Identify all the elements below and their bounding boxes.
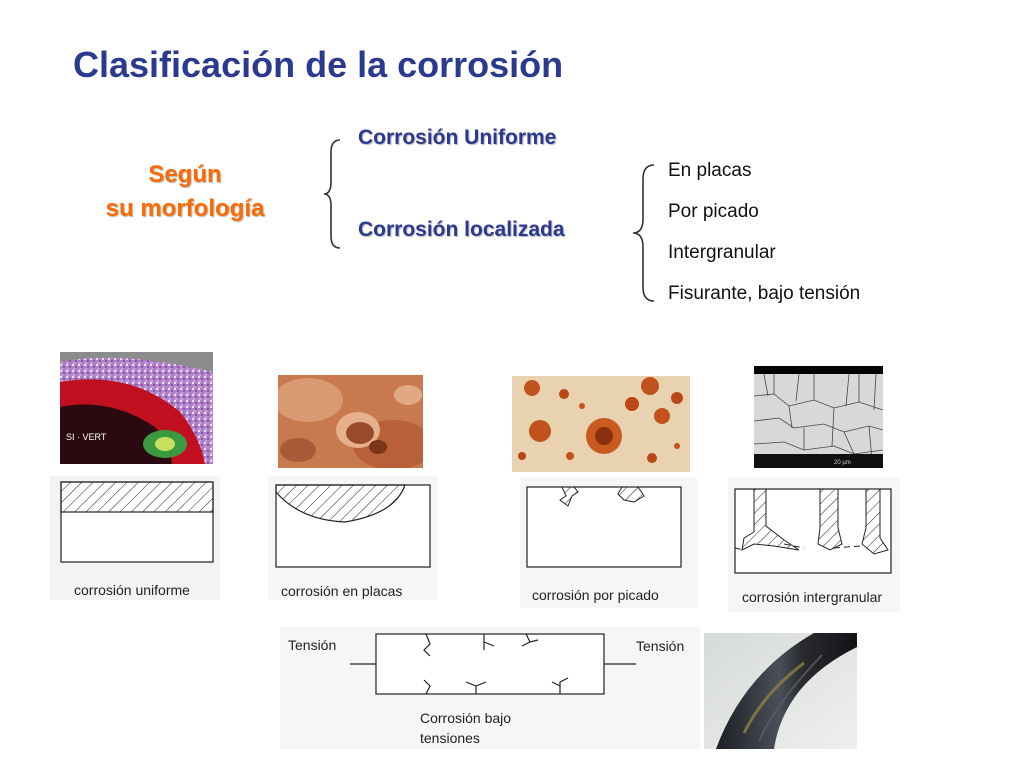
main-brace (323, 139, 341, 249)
photo-pitting-corrosion (512, 376, 690, 472)
classification-criterion: Según su morfología (60, 158, 310, 226)
caption-uniform: corrosión uniforme (74, 582, 190, 598)
caption-plates: corrosión en placas (281, 583, 403, 599)
photo-stress-corrosion (704, 633, 857, 749)
branch-localized-corrosion: Corrosión localizada (358, 218, 565, 241)
stress-label-left: Tensión (288, 637, 337, 653)
micrograph-scale-text: 20 µm (834, 460, 851, 466)
localized-brace (632, 164, 655, 302)
branch-uniform-corrosion: Corrosión Uniforme (358, 126, 557, 149)
schematic-uniform (60, 481, 214, 563)
type-stress-cracking: Fisurante, bajo tensión (668, 283, 861, 304)
type-plates: En placas (668, 160, 752, 181)
caption-stress: Corrosión bajo tensiones (420, 708, 511, 748)
slide-title: Clasificación de la corrosión (73, 44, 564, 85)
stress-label-right: Tensión (636, 638, 685, 654)
criterion-line-2: su morfología (105, 195, 265, 222)
criterion-line-1: Según (148, 161, 222, 188)
type-intergranular: Intergranular (668, 242, 776, 263)
schematic-intergranular (734, 488, 892, 574)
caption-intergranular: corrosión intergranular (742, 589, 883, 605)
photo-uniform-corrosion: SI · VERT (60, 352, 213, 464)
schematic-stress (350, 633, 636, 695)
type-pitting: Por picado (668, 201, 759, 222)
caption-stress-line-2: tensiones (420, 730, 480, 746)
schematic-plates (275, 484, 431, 568)
photo-plate-corrosion (278, 375, 423, 468)
photo-intergranular-corrosion: 20 µm (754, 366, 883, 468)
caption-stress-line-1: Corrosión bajo (420, 710, 512, 726)
photo-overlay-text: SI · VERT (66, 432, 107, 442)
schematic-pitting (526, 486, 682, 568)
caption-pitting: corrosión por picado (532, 587, 659, 603)
